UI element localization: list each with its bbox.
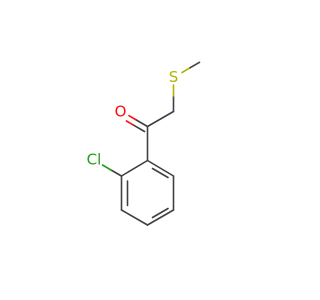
ring-bond-c1-c2 [120,159,149,177]
bond-carbonyl-ch2 [146,110,175,128]
ring-double-inner-2 [151,207,169,219]
molecule-diagram: O S Cl [87,61,201,226]
ring-bond-c4-c5 [146,209,175,226]
sulfur-label: S [169,68,179,86]
bond-s-ch3-b [189,61,201,69]
benzene-ring [120,159,175,226]
ring-double-inner-3 [151,167,169,179]
oxygen-label: O [115,103,127,121]
structure-canvas: O S Cl [86,61,201,226]
chlorine-label: Cl [87,151,102,169]
bond-s-ch3-a [181,67,191,74]
ring-bond-c3-c4 [120,209,149,226]
bond-ring-cl-b [101,164,112,171]
bond-carbonyl-o-d [125,120,134,126]
bond-ring-cl-a [110,169,123,177]
bond-carbonyl-o-a [134,118,149,128]
ring-bond-c6-c1 [146,159,175,177]
bond-carbonyl-o-b [128,114,137,121]
bond-carbonyl-o-c [132,124,146,133]
